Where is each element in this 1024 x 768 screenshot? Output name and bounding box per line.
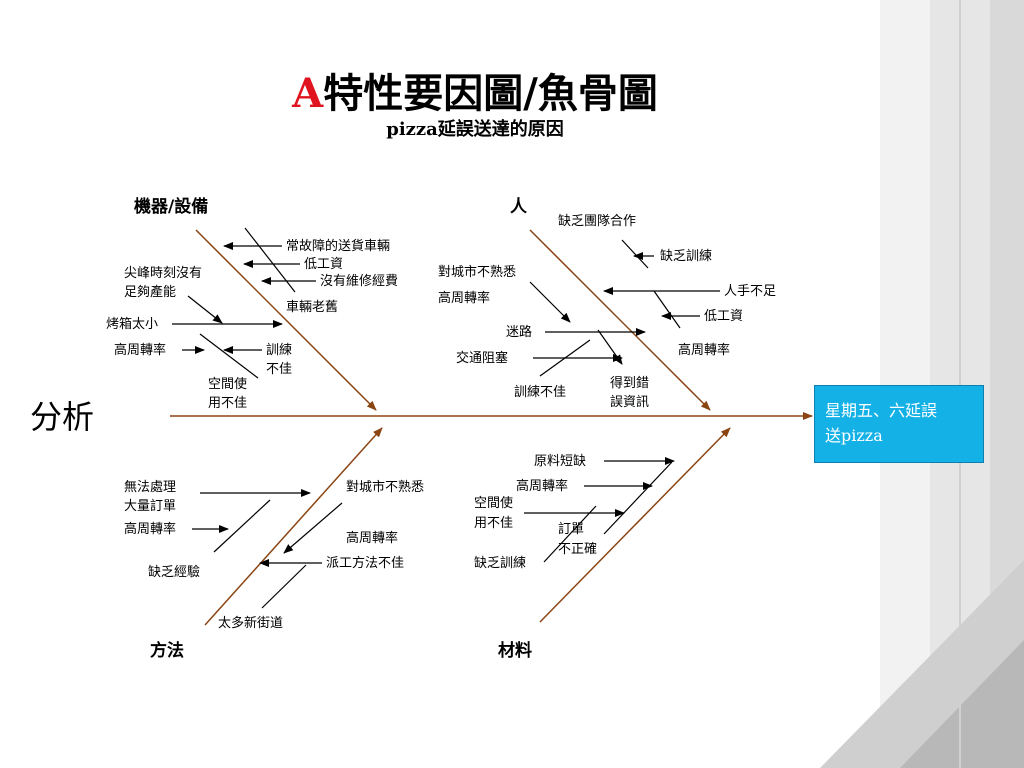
- category-material: 材料: [498, 641, 532, 661]
- cause-lack-training-people: 缺乏訓練: [660, 249, 713, 264]
- cause-high-turnover-machine: 高周轉率: [114, 343, 167, 358]
- bone-method: [204, 427, 383, 626]
- cause-high-turnover-method-left: 高周轉率: [124, 522, 177, 537]
- bone-material: [539, 427, 731, 623]
- method-arrows: [192, 489, 343, 609]
- cause-lost: 迷路: [506, 325, 533, 340]
- cause-oven-small: 烤箱太小: [106, 317, 159, 332]
- cause-unfamiliar-city-method: 對城市不熟悉: [346, 480, 425, 495]
- result-box: 星期五、六延誤 送pizza: [814, 385, 984, 463]
- analysis-label: 分析: [30, 398, 95, 436]
- cause-raw-shortage: 原料短缺: [534, 454, 587, 469]
- cause-peak-capacity-line1: 尖峰時刻沒有: [124, 266, 203, 281]
- cause-unfamiliar-city-people: 對城市不熟悉: [438, 265, 517, 280]
- cause-high-turnover-people-right: 高周轉率: [678, 343, 731, 358]
- machine-arrows: [172, 227, 316, 379]
- cause-peak-capacity-line2: 足夠產能: [124, 285, 177, 300]
- cause-wrong-info-line1: 得到錯: [610, 376, 650, 391]
- cause-poor-training: 訓練不佳: [514, 385, 567, 400]
- cause-space-material-line2: 用不佳: [474, 516, 514, 531]
- cause-lack-teamwork: 缺乏團隊合作: [558, 214, 637, 229]
- cause-too-many-streets: 太多新街道: [218, 616, 284, 631]
- cause-space-machine-line2: 用不佳: [208, 396, 248, 411]
- bone-machine: [195, 229, 377, 411]
- cause-space-material-line1: 空間使: [474, 496, 514, 511]
- cause-high-turnover-method-right: 高周轉率: [346, 531, 399, 546]
- cause-high-turnover-people-left: 高周轉率: [438, 291, 491, 306]
- title-main: 特性要因圖/魚骨圖: [323, 70, 658, 117]
- cause-frequent-breakdown: 常故障的送貨車輛: [286, 239, 391, 254]
- result-line-2: 送pizza: [825, 426, 883, 445]
- cause-training-line2: 不佳: [266, 362, 293, 377]
- result-line-1: 星期五、六延誤: [825, 401, 938, 420]
- people-arrows: [529, 239, 720, 377]
- cause-incorrect-order-line1: 訂單: [558, 522, 585, 537]
- cause-cannot-handle-line2: 大量訂單: [124, 499, 177, 514]
- material-arrows: [524, 457, 675, 563]
- cause-wrong-info-line2: 誤資訊: [610, 395, 650, 410]
- cause-incorrect-order-line2: 不正確: [558, 542, 598, 557]
- cause-no-maintenance-budget: 沒有維修經費: [320, 274, 399, 289]
- cause-low-wage-people: 低工資: [704, 309, 744, 324]
- cause-lack-experience: 缺乏經驗: [148, 565, 201, 580]
- category-machine: 機器/設備: [134, 197, 209, 217]
- page-subtitle: pizza延誤送達的原因: [386, 119, 564, 140]
- cause-cannot-handle-line1: 無法處理: [124, 480, 177, 495]
- cause-space-machine-line1: 空間使: [208, 377, 248, 392]
- cause-poor-dispatch: 派工方法不佳: [326, 556, 405, 571]
- page-title: A特性要因圖/魚骨圖: [0, 70, 950, 118]
- cause-traffic-jam: 交通阻塞: [456, 351, 509, 366]
- category-method: 方法: [150, 641, 184, 661]
- cause-old-vehicles: 車輛老舊: [286, 300, 339, 315]
- cause-high-turnover-material: 高周轉率: [516, 479, 569, 494]
- bone-people: [529, 229, 711, 411]
- cause-low-wage-machine: 低工資: [304, 257, 344, 272]
- cause-lack-training-material: 缺乏訓練: [474, 556, 527, 571]
- cause-understaffed: 人手不足: [724, 284, 777, 299]
- category-people: 人: [510, 197, 527, 217]
- cause-training-line1: 訓練: [266, 343, 293, 358]
- title-prefix: A: [292, 70, 324, 117]
